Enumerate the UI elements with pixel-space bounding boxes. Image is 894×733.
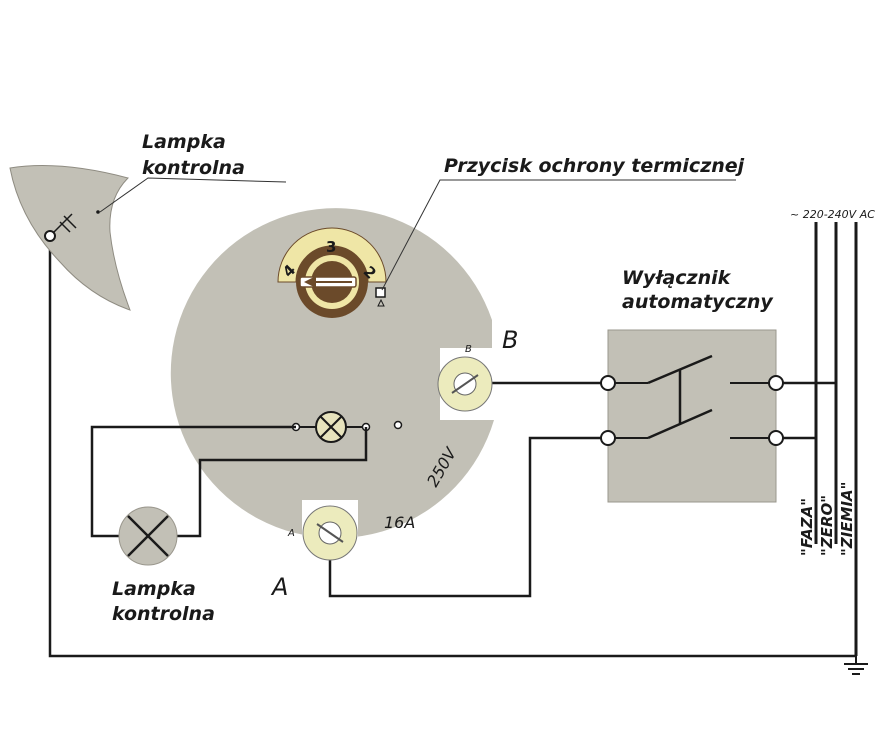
supply-lines — [814, 222, 858, 656]
temperature-dial: 4 3 2 — [277, 227, 387, 318]
label-breaker-2: automatyczny — [622, 291, 774, 313]
leader-thermal-button — [381, 179, 736, 291]
wire-external-lamp — [90, 425, 296, 538]
label-breaker-1: Wyłącznik — [622, 267, 732, 289]
label-terminal-a: A — [270, 573, 288, 601]
label-lamp-bottom-2: kontrolna — [112, 603, 215, 625]
wire-external-lamp-return — [176, 427, 368, 538]
internal-pilot-lamp — [291, 411, 403, 443]
ground-symbol — [844, 656, 868, 675]
leader-lamp-top — [99, 177, 287, 213]
terminal-a — [302, 505, 358, 561]
label-supply: ~ 220-240V AC — [790, 208, 875, 221]
label-zero: "ZERO" — [818, 495, 836, 556]
terminal-b — [437, 356, 493, 412]
label-terminal-b: B — [502, 326, 518, 354]
label-terminal-a-small: A — [287, 528, 295, 539]
label-lamp-top-1: Lampka — [142, 131, 226, 153]
thermal-button[interactable] — [375, 287, 386, 307]
circuit-breaker — [600, 329, 784, 503]
label-ziemia: "ZIEMIA" — [838, 482, 856, 556]
label-lamp-top-2: kontrolna — [142, 157, 245, 179]
label-faza: "FAZA" — [798, 498, 816, 556]
wiring — [48, 236, 868, 675]
dial-number-3: 3 — [326, 238, 336, 256]
label-lamp-bottom-1: Lampka — [112, 578, 196, 600]
label-terminal-b-small: B — [465, 344, 472, 355]
ground-wire — [48, 236, 856, 658]
pilot-lamp-top — [9, 165, 131, 311]
external-pilot-lamp — [118, 506, 178, 566]
label-current: 16A — [384, 513, 415, 532]
wire-a-to-breaker — [328, 436, 608, 598]
label-thermal-button: Przycisk ochrony termicznej — [444, 155, 745, 177]
